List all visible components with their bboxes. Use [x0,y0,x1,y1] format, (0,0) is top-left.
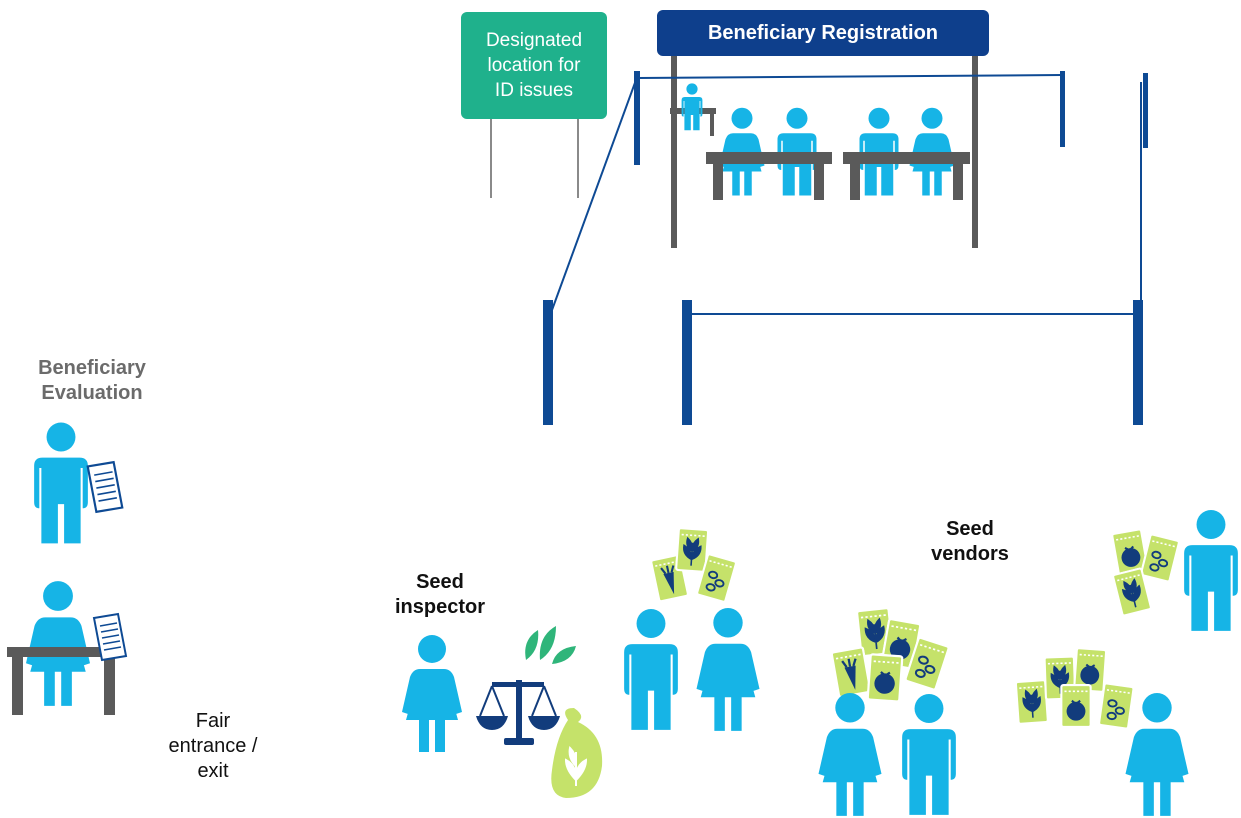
seed-vendors-label: Seed vendors [931,518,1009,565]
vendor-woman-icon [696,608,760,731]
fence-ropes [551,74,1142,315]
evaluator-woman-icon [26,581,90,706]
seed-bag-icon [551,708,603,798]
registration-sign: Beneficiary Registration [657,10,989,56]
inspector-woman-icon [402,635,462,752]
registration-sign-label: Beneficiary Registration [707,21,939,44]
vendor-group-2 [818,606,956,816]
registration-sign-posts [671,50,978,248]
fair-entrance-label: Fair entrance / exit [168,710,258,782]
vendor-group-4 [1014,647,1189,816]
registration-man-icon [859,107,899,196]
registration-woman-icon [719,107,765,196]
registration-woman-icon [909,107,955,196]
evaluator-man-icon [34,422,88,544]
seed-inspector-area [402,626,603,798]
id-sign-posts [490,118,579,198]
scale-icon [476,680,560,745]
evaluation-area [7,422,128,715]
registration-desk-area [670,83,970,200]
vendor-woman-icon [1125,693,1189,816]
seed-inspector-label: Seed inspector [394,571,486,618]
vendor-woman-icon [818,693,882,816]
fence-posts [543,71,1148,425]
document-icon [86,460,124,514]
vendor-group-3 [1110,510,1238,631]
leaf-icon [525,626,576,664]
evaluation-label: Beneficiary Evaluation [38,357,146,404]
id-issues-sign: Designated location for ID issues [461,12,607,119]
vendor-man-icon [902,694,956,815]
vendor-man-icon [624,609,678,730]
vendor-man-icon [1184,510,1238,631]
vendor-group-1 [624,527,760,731]
id-issues-sign-label: Designated location for ID issues [485,30,583,101]
registration-man-icon [777,107,817,196]
registration-child-icon [681,83,703,131]
